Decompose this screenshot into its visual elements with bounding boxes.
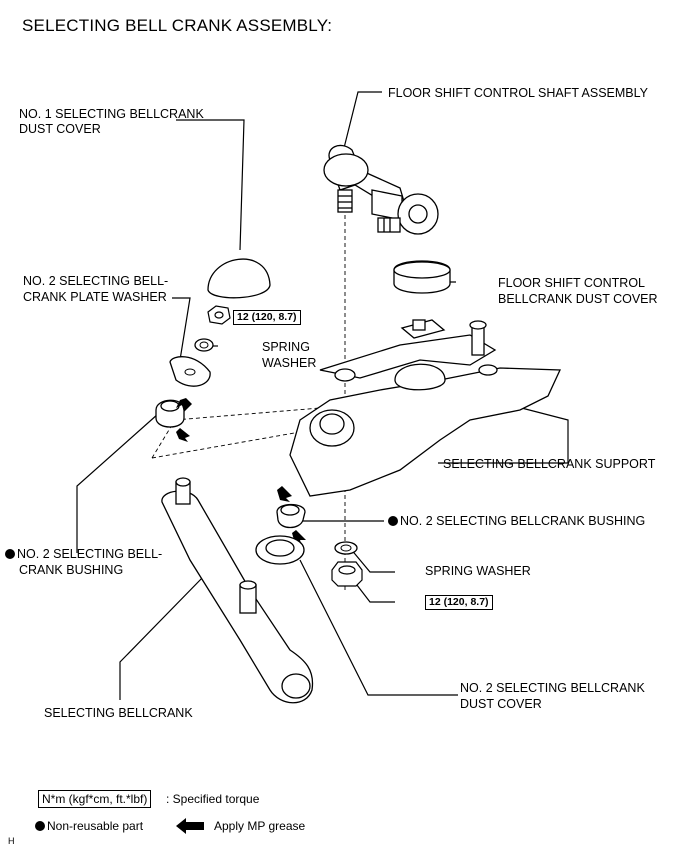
label-floor-dust-cover-line2: BELLCRANK DUST COVER bbox=[498, 292, 658, 306]
label-bushing-right: NO. 2 SELECTING BELLCRANK BUSHING bbox=[388, 513, 645, 529]
legend-torque-desc: : Specified torque bbox=[166, 792, 260, 806]
label-bushing-left-line1: NO. 2 SELECTING BELL- bbox=[5, 546, 162, 562]
label-bellcrank-support: SELECTING BELLCRANK SUPPORT bbox=[443, 457, 656, 471]
label-no1-dust-cover-line2: DUST COVER bbox=[19, 122, 101, 136]
label-plate-washer-line2: CRANK PLATE WASHER bbox=[23, 290, 167, 304]
label-spring-washer-bottom: SPRING WASHER bbox=[425, 564, 531, 578]
label-spring-washer-top-line2: WASHER bbox=[262, 356, 317, 370]
torque-spec-bottom: 12 (120, 8.7) bbox=[425, 595, 493, 610]
torque-spec-top: 12 (120, 8.7) bbox=[233, 310, 301, 325]
label-plate-washer-line1: NO. 2 SELECTING BELL- bbox=[23, 274, 169, 288]
legend-non-reusable: Non-reusable part bbox=[35, 818, 143, 834]
label-floor-shift-shaft: FLOOR SHIFT CONTROL SHAFT ASSEMBLY bbox=[388, 86, 649, 100]
selecting-bellcrank-drawing bbox=[161, 477, 314, 704]
label-no1-dust-cover-line1: NO. 1 SELECTING BELLCRANK bbox=[19, 107, 204, 121]
page-title: SELECTING BELL CRANK ASSEMBLY: bbox=[22, 16, 333, 35]
label-no2-dust-cover-line2: DUST COVER bbox=[460, 697, 542, 711]
label-no2-dust-cover-line1: NO. 2 SELECTING BELLCRANK bbox=[460, 681, 645, 695]
non-reusable-dot-icon bbox=[5, 549, 15, 559]
label-floor-dust-cover-line1: FLOOR SHIFT CONTROL bbox=[498, 276, 646, 290]
legend-grease: Apply MP grease bbox=[214, 819, 306, 833]
legend-torque-unit: N*m (kgf*cm, ft.*lbf) bbox=[38, 790, 152, 808]
bellcrank-support-drawing bbox=[289, 319, 562, 497]
non-reusable-dot-icon bbox=[35, 821, 45, 831]
label-bushing-left-line2: CRANK BUSHING bbox=[19, 563, 124, 577]
floor-shift-shaft-drawing bbox=[323, 144, 439, 235]
non-reusable-dot-icon bbox=[388, 516, 398, 526]
label-selecting-bellcrank: SELECTING BELLCRANK bbox=[44, 706, 193, 720]
no1-dust-cover-drawing bbox=[207, 258, 271, 299]
corner-mark: H bbox=[8, 836, 15, 846]
grease-arrow-icon bbox=[176, 818, 204, 834]
label-spring-washer-top-line1: SPRING bbox=[262, 340, 310, 354]
